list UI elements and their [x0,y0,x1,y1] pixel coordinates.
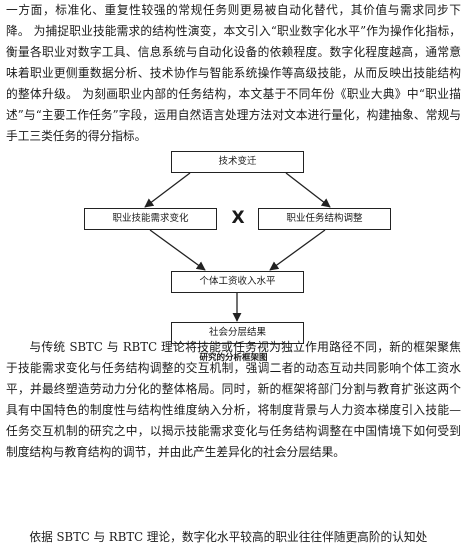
arrow-tech-to-skill [144,172,191,208]
interaction-cross-icon: X [231,208,245,228]
arrow-task-to-wage [269,229,326,271]
paragraph-framework: 与传统 SBTC 与 RBTC 理论将技能或任务视为独立作用路径不同，新的框架聚… [6,340,461,459]
arrow-tech-to-task [285,172,331,208]
box-task-structure-adjustment: 职业任务结构调整 [258,208,391,230]
box-technology-change: 技术变迁 [171,151,304,173]
paragraph-theory: 依据 SBTC 与 RBTC 理论，数字化水平较高的职业往往伴随更高阶的认知处 [29,530,428,544]
arrow-skill-to-wage [149,229,206,271]
figure-caption: 研究的分析框架图 [199,353,268,363]
box-skill-demand-change: 职业技能需求变化 [84,208,217,230]
box-individual-wage-level: 个体工资收入水平 [171,271,304,293]
paragraph-intro: 一方面，标准化、重复性较强的常规任务则更易被自动化替代，其价值与需求同步下降。 … [6,3,461,143]
box-social-stratification: 社会分层结果 [171,322,304,344]
